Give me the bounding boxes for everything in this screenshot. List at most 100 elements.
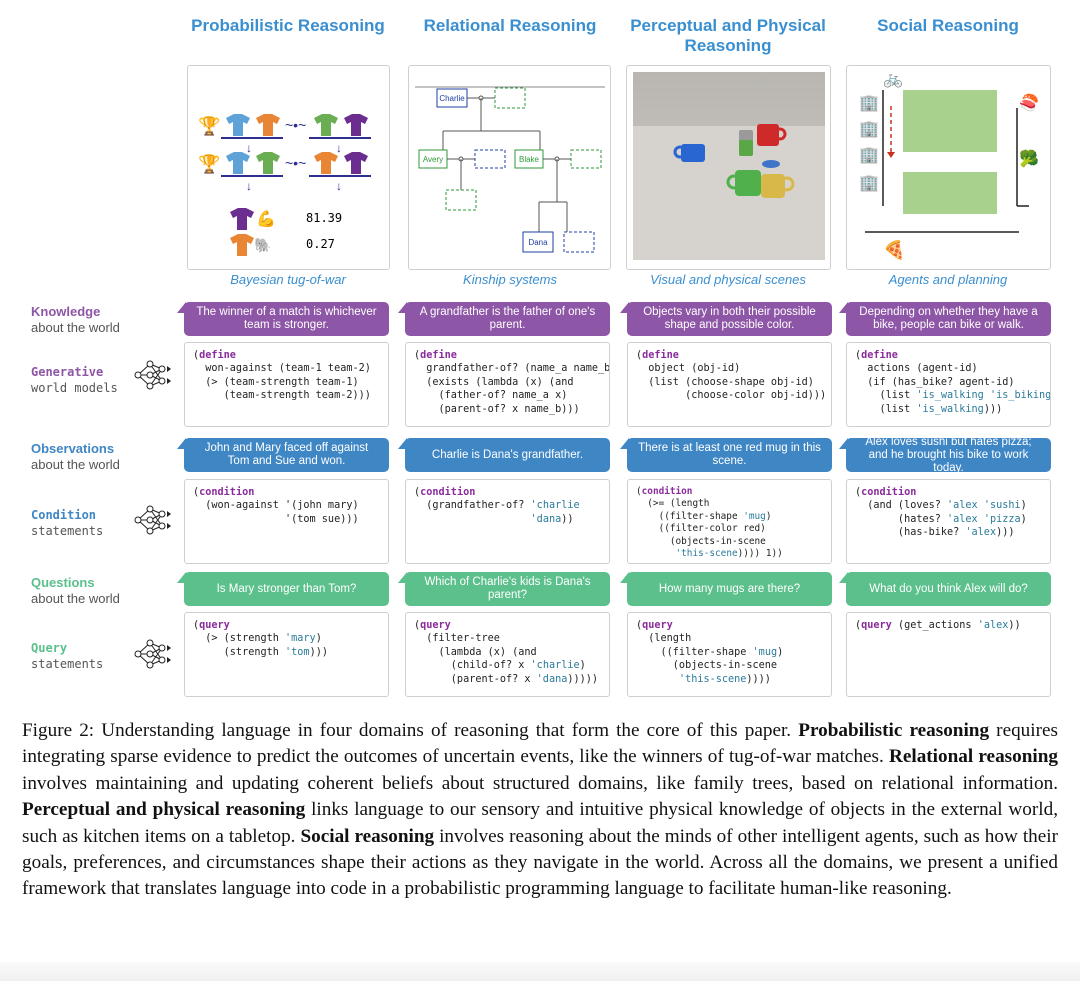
trophy-icon: 🏆 [198,153,220,174]
shirt-icon [226,114,250,136]
code-token: 'alex [947,500,978,512]
code-token: 'charlie [530,500,580,512]
caption-text: involves reasoning about the minds of ot… [22,825,1058,900]
observation-bubble: Alex loves sushi but hates pizza; and he… [839,436,1051,474]
code-token: 'mug [743,510,766,522]
figure-caption: Figure 2: Understanding language in four… [22,718,1058,903]
code-token: 'dana [536,673,568,685]
code-token: 'mug [752,646,778,658]
agents-panel: 🚲 🏢 🏢 🏢 🏢 🍣 🥦 🍕 [846,65,1051,270]
row-title-generative: Generative [31,365,104,379]
code-token: query [861,620,892,631]
shirt-icon [256,152,280,174]
shirt-icon [344,114,368,136]
code-token: condition [861,487,917,498]
row-title-observations: Observations [31,441,115,456]
caption-perceptual: Visual and physical scenes [650,272,806,287]
code-token: condition [199,487,255,498]
shirt-icon [314,114,338,136]
neural-network-icon [134,639,171,669]
code-token: 'is_biking [989,390,1051,402]
mug-green [726,170,761,196]
family-tree-diagram: Charlie Avery Blake Dana [415,86,605,253]
navigation-map: 🚲 🏢 🏢 🏢 🏢 🍣 🥦 🍕 [859,71,1039,260]
code-token: 'is_walking [916,403,984,415]
condition-code-block: (condition (>= (length ((filter-shape 'm… [627,479,832,564]
query-code-block: (query (length ((filter-shape 'mug) (obj… [627,612,832,697]
row-sub-condition: statements [31,524,104,538]
generative-code-block: (define grandfather-of? (name_a name_b) … [405,342,610,427]
svg-text:~•~: ~•~ [285,155,306,171]
caption-emphasis: Relational reasoning [889,746,1058,768]
code-token: define [199,350,236,361]
query-code-block: (query (filter-tree (lambda (x) (and (ch… [405,612,610,697]
svg-text:↓: ↓ [246,141,252,155]
caption-social: Agents and planning [888,272,1008,287]
figure-label: Figure 2: [22,720,95,741]
observation-bubble: Charlie is Dana's grandfather. [398,438,610,472]
mug-green-small [739,140,753,156]
code-token: 'alex [977,620,1009,631]
caption-emphasis: Probabilistic reasoning [798,720,990,741]
tug-of-war-panel: 🏆 ~•~ ↓ ↓ 🏆 ~•~ ↓ ↓ 💪 81.39 🐘 0.27 [187,65,390,270]
generative-code-block: (define actions (agent-id) (if (has_bike… [846,342,1051,427]
mug-blue-small [762,160,780,168]
broccoli-icon: 🥦 [1019,149,1039,168]
building-icon: 🏢 [859,147,879,164]
code-token: 'pizza [983,513,1021,525]
shirt-icon [314,152,338,174]
row-title-questions: Questions [31,575,95,590]
svg-text:~•~: ~•~ [285,117,306,133]
row-title-knowledge: Knowledge [31,304,101,319]
tug-of-war-illustration: 🏆 ~•~ ↓ ↓ 🏆 ~•~ ↓ ↓ 💪 81.39 🐘 0.27 [198,114,371,256]
mug-yellow [761,174,795,198]
column-title-social: Social Reasoning [877,16,1019,35]
code-token: 'this-scene [675,548,738,560]
svg-text:↓: ↓ [336,179,342,193]
score-2: 0.27 [306,237,335,251]
code-token: define [420,350,457,361]
building-icon: 🏢 [859,121,879,138]
code-token: condition [641,486,693,497]
node-charlie: Charlie [439,94,465,103]
question-bubble: What do you think Alex will do? [839,572,1051,606]
generative-code-block: (define won-against (team-1 team-2) (> (… [184,342,389,427]
shirt-icon [230,208,254,230]
mugs-scene-image [633,72,825,260]
question-bubble: Which of Charlie's kids is Dana's parent… [398,572,610,606]
question-bubble: Is Mary stronger than Tom? [177,572,389,606]
caption-text: involves maintaining and updating cohere… [22,772,1058,794]
strength-icon: 💪 [256,209,276,228]
caption-probabilistic: Bayesian tug-of-war [230,272,346,287]
code-token: 'alex [965,527,997,539]
condition-code-block: (condition (won-against '(john mary) '(t… [184,479,389,564]
observation-bubble: There is at least one red mug in this sc… [620,438,832,472]
caption-text: links language to our sensory and intuit… [22,799,1058,847]
code-token: query [642,620,673,631]
code-token: define [861,350,898,361]
observation-bubble: John and Mary faced off against Tom and … [177,438,389,472]
node-avery: Avery [423,155,443,164]
code-token: 'is_walking [916,390,984,402]
svg-text:↓: ↓ [246,179,252,193]
score-1: 81.39 [306,211,342,225]
generative-code-block: (define object (obj-id) (list (choose-sh… [627,342,832,427]
svg-text:↓: ↓ [336,141,342,155]
code-token: define [642,350,679,361]
code-token: 'sushi [983,500,1021,512]
code-token: 'alex [947,513,978,525]
mug-blue [673,144,705,162]
figure-caption-body: Understanding language in four domains o… [22,720,1058,899]
code-token: 'mary [285,633,316,645]
node-dana: Dana [528,238,548,247]
condition-code-block: (condition (and (loves? 'alex 'sushi) (h… [846,479,1051,564]
building-icon: 🏢 [859,95,879,112]
row-sub-questions: about the world [31,591,120,606]
code-token: query [199,620,230,631]
shirt-icon [230,234,254,256]
caption-text: requires integrating sparse evidence to … [22,720,1058,768]
code-token: 'tom [285,646,310,658]
row-sub-observations: about the world [31,457,120,472]
knowledge-bubble: A grandfather is the father of one's par… [398,302,610,336]
question-bubble: How many mugs are there? [620,572,832,606]
